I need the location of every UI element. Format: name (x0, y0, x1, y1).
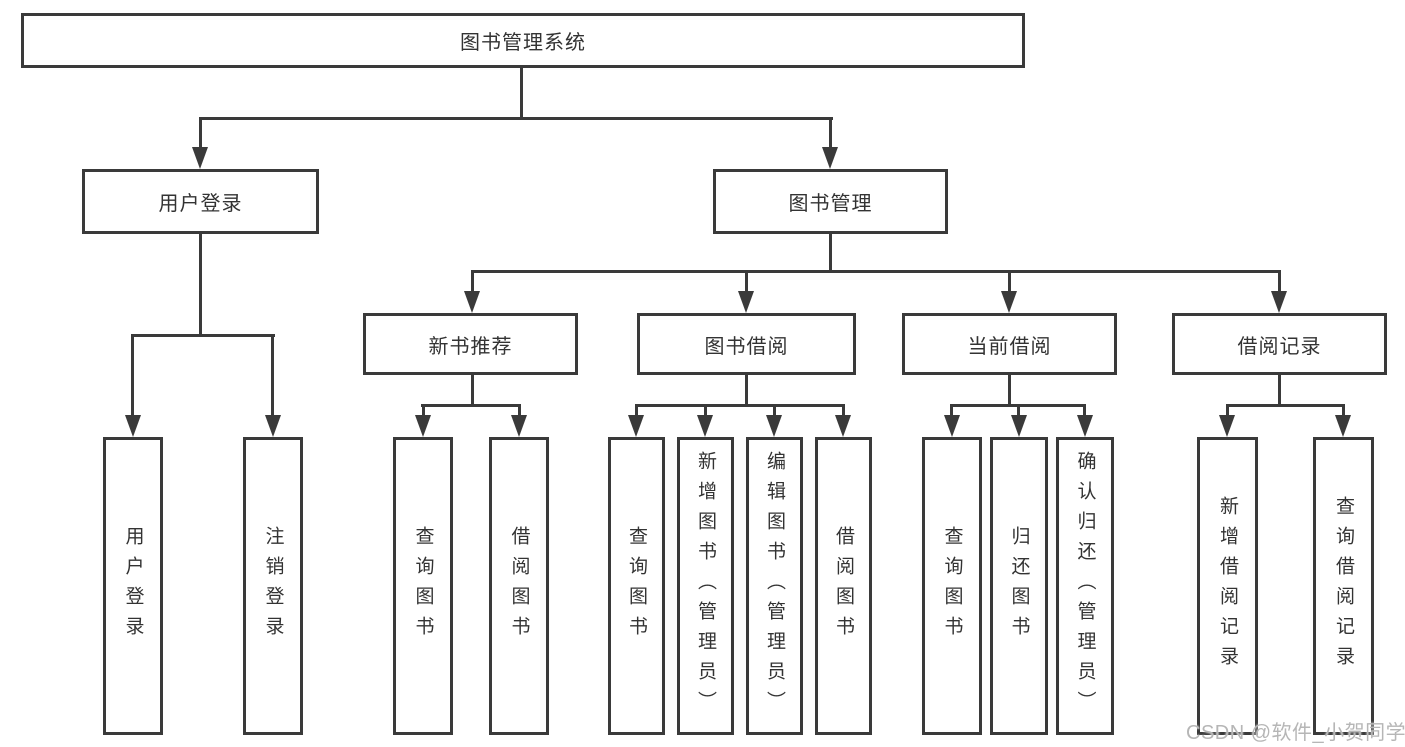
connector-line (1226, 404, 1229, 417)
connector-line (518, 404, 521, 417)
arrow-down-icon (464, 291, 480, 313)
leaf-query-books-1: 查询图书 (393, 437, 453, 735)
connector-line (635, 404, 845, 407)
connector-line (199, 234, 202, 335)
connector-line (829, 234, 832, 272)
leaf-borrow-books-1: 借阅图书 (489, 437, 549, 735)
connector-line (271, 334, 274, 416)
leaf-user-login: 用户登录 (103, 437, 163, 735)
connector-line (745, 375, 748, 405)
connector-line (635, 404, 638, 417)
node-book-management: 图书管理 (713, 169, 948, 234)
arrow-down-icon (192, 147, 208, 169)
node-user-login: 用户登录 (82, 169, 319, 234)
connector-line (704, 404, 707, 417)
connector-line (421, 404, 521, 407)
connector-line (199, 117, 833, 120)
connector-line (773, 404, 776, 417)
leaf-return-books: 归还图书 (990, 437, 1048, 735)
arrow-down-icon (125, 415, 141, 437)
arrow-down-icon (1335, 415, 1351, 437)
connector-line (1008, 375, 1011, 405)
arrow-down-icon (766, 415, 782, 437)
connector-line (1342, 404, 1345, 417)
connector-line (131, 334, 275, 337)
arrow-down-icon (697, 415, 713, 437)
leaf-confirm-return-admin: 确认归还（管理员） (1056, 437, 1114, 735)
leaf-borrow-books-2: 借阅图书 (815, 437, 872, 735)
connector-line (471, 270, 1281, 273)
arrow-down-icon (1011, 415, 1027, 437)
node-current-borrow: 当前借阅 (902, 313, 1117, 375)
connector-line (829, 117, 832, 149)
arrow-down-icon (415, 415, 431, 437)
connector-line (471, 270, 474, 292)
arrow-down-icon (1271, 291, 1287, 313)
connector-line (745, 270, 748, 292)
connector-line (1017, 404, 1020, 417)
connector-line (1008, 270, 1011, 292)
connector-line (950, 404, 953, 417)
connector-line (199, 117, 202, 149)
leaf-query-books-2: 查询图书 (608, 437, 665, 735)
connector-line (471, 375, 474, 405)
connector-line (1226, 404, 1345, 407)
connector-line (520, 68, 523, 118)
connector-line (131, 334, 134, 416)
arrow-down-icon (822, 147, 838, 169)
arrow-down-icon (944, 415, 960, 437)
arrow-down-icon (1077, 415, 1093, 437)
connector-line (842, 404, 845, 417)
arrow-down-icon (1001, 291, 1017, 313)
connector-line (1278, 375, 1281, 405)
leaf-query-borrow-record: 查询借阅记录 (1313, 437, 1374, 735)
arrow-down-icon (1219, 415, 1235, 437)
leaf-edit-books-admin: 编辑图书（管理员） (746, 437, 803, 735)
leaf-query-books-3: 查询图书 (922, 437, 982, 735)
leaf-add-books-admin: 新增图书（管理员） (677, 437, 734, 735)
arrow-down-icon (628, 415, 644, 437)
connector-line (1278, 270, 1281, 292)
leaf-logout: 注销登录 (243, 437, 303, 735)
arrow-down-icon (835, 415, 851, 437)
csdn-watermark: CSDN @软件_小贺同学 (1186, 722, 1405, 744)
node-borrow-records: 借阅记录 (1172, 313, 1387, 375)
connector-line (1083, 404, 1086, 417)
node-book-borrow: 图书借阅 (637, 313, 856, 375)
node-root: 图书管理系统 (21, 13, 1025, 68)
arrow-down-icon (265, 415, 281, 437)
arrow-down-icon (738, 291, 754, 313)
node-new-book-recommend: 新书推荐 (363, 313, 578, 375)
leaf-add-borrow-record: 新增借阅记录 (1197, 437, 1258, 735)
connector-line (422, 404, 425, 417)
arrow-down-icon (511, 415, 527, 437)
